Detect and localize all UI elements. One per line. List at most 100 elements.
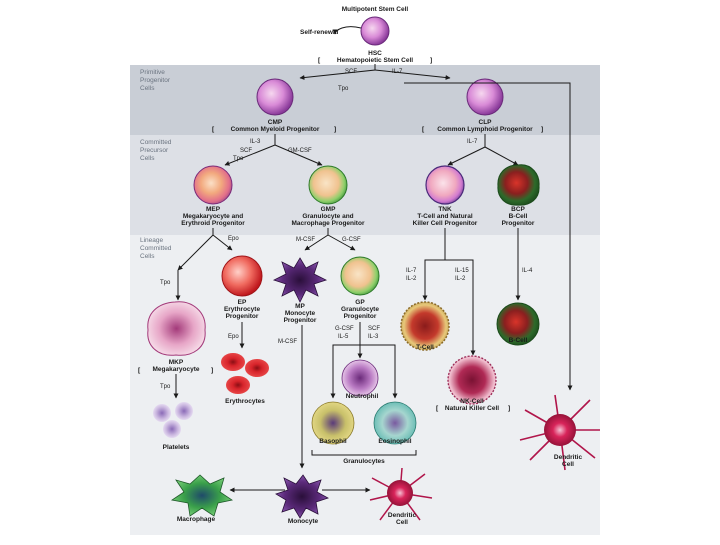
- bcp-abbr: BCP: [511, 206, 525, 213]
- mkp-bracket-right: ]: [211, 367, 213, 374]
- factor-epo-1: Epo: [228, 236, 239, 242]
- tnk-name-1: T-Cell and Natural: [417, 213, 472, 220]
- clp-cell: [466, 78, 504, 116]
- dendritic-right-1: Dendritic: [554, 454, 583, 461]
- arrow-gp-eosinophil: [360, 344, 398, 399]
- arrow-cmp-gmp: [274, 144, 323, 166]
- mop-abbr: MP: [295, 303, 305, 310]
- factor-tpo-left: Tpo: [160, 280, 171, 286]
- factor-il7-mid: IL-7: [467, 139, 478, 145]
- factor-il7-top: IL-7: [392, 69, 403, 75]
- macrophage-label: Macrophage: [177, 516, 216, 523]
- cmp-name: Common Myeloid Progenitor: [231, 126, 320, 133]
- nk-name: Natural Killer Cell: [445, 405, 499, 412]
- factor-scf-2: SCF: [240, 148, 252, 154]
- erythrocytes-label: Erythrocytes: [225, 398, 265, 405]
- self-renewal-arrow: [332, 26, 362, 35]
- ep-cell: [221, 255, 263, 297]
- bcell-label: B-Cell: [509, 337, 528, 344]
- arrow-hsc-clp: [374, 69, 451, 81]
- macrophage-cell: [170, 474, 234, 517]
- arrow-gmp-gp: [327, 234, 356, 251]
- gmp-cell: [308, 165, 348, 205]
- cmp-abbr: CMP: [268, 119, 283, 126]
- mop-name-1: Monocyte: [285, 310, 316, 317]
- factor-gcsf-2: G-CSF: [335, 326, 354, 332]
- monocyte-cell: [275, 474, 329, 519]
- dendritic-core-right: [544, 414, 576, 446]
- bcp-cell: [497, 164, 540, 206]
- platelets-label: Platelets: [163, 444, 190, 451]
- factor-epo-2: Epo: [228, 334, 239, 340]
- hsc-bracket-right: ]: [430, 57, 432, 64]
- tnk-cell: [425, 165, 465, 205]
- eosinophil-label: Eosinophil: [378, 438, 411, 445]
- arrow-tnk-nk: [445, 259, 476, 356]
- factor-tpo: Tpo: [338, 86, 349, 92]
- bcell-cell: [496, 302, 540, 346]
- factor-il15-1: IL-15: [455, 268, 469, 274]
- mkp-name: Megakaryocyte: [153, 366, 200, 373]
- ep-name-2: Progenitor: [226, 313, 259, 320]
- mep-abbr: MEP: [206, 206, 221, 213]
- band-primitive: [130, 65, 600, 135]
- granulocytes-label: Granulocytes: [343, 458, 385, 465]
- factor-il7-t-2: IL-2: [406, 276, 417, 282]
- dendritic-core-bottom: [387, 480, 413, 506]
- factor-mcsf-2: M-CSF: [278, 339, 297, 345]
- factor-gmcsf: GM-CSF: [288, 148, 312, 154]
- band-label-primitive-1: Primitive: [140, 69, 165, 76]
- mep-cell: [193, 165, 233, 205]
- platelet-1: [153, 404, 171, 422]
- hsc-name: Hematopoietic Stem Cell: [337, 57, 413, 64]
- bcp-name-2: Progenitor: [502, 220, 535, 227]
- factor-gcsf-1: G-CSF: [342, 237, 361, 243]
- band-label-primitive-3: Cells: [140, 85, 155, 92]
- band-label-committed-2: Precursor: [140, 147, 169, 154]
- factor-il5: IL-5: [338, 334, 349, 340]
- clp-name: Common Lymphoid Progenitor: [437, 126, 533, 133]
- dendritic-bottom-1: Dendritic: [388, 512, 417, 519]
- factor-scf-3: SCF: [368, 326, 380, 332]
- granulocytes-bracket: [311, 450, 417, 456]
- band-label-committed-1: Committed: [140, 139, 172, 146]
- diagram-title: Multipotent Stem Cell: [342, 6, 409, 13]
- basophil-cell: [311, 401, 355, 445]
- cmp-bracket-left: [: [212, 126, 215, 133]
- arrow-tnk-tcell: [422, 228, 446, 301]
- gp-abbr: GP: [355, 299, 365, 306]
- rbc-1: [221, 353, 245, 371]
- platelet-3: [163, 420, 181, 438]
- tcell-label: T-Cell: [416, 344, 434, 351]
- factor-il15-2: IL-2: [455, 276, 466, 282]
- band-label-lineage-2: Committed: [140, 245, 172, 252]
- tnk-abbr: TNK: [438, 206, 452, 213]
- dendritic-cell-right: [519, 394, 600, 471]
- mkp-abbr: MKP: [169, 359, 184, 366]
- arrow-mep-ep: [212, 234, 233, 251]
- monocyte-label: Monocyte: [288, 518, 319, 525]
- rbc-3: [226, 376, 250, 394]
- eosinophil-cell: [373, 401, 417, 445]
- gmp-abbr: GMP: [321, 206, 336, 213]
- neutrophil-label: Neutrophil: [346, 393, 379, 400]
- neutrophil-cell: [341, 359, 379, 397]
- clp-bracket-right: ]: [541, 126, 543, 133]
- gp-cell: [340, 256, 380, 296]
- nk-bracket-right: ]: [508, 405, 510, 412]
- factor-tpo-plt: Tpo: [160, 384, 171, 390]
- gp-name-1: Granulocyte: [341, 306, 379, 313]
- cmp-bracket-right: ]: [334, 126, 336, 133]
- platelet-2: [175, 402, 193, 420]
- tnk-name-2: Killer Cell Progenitor: [413, 220, 478, 227]
- arrow-clp-dendritic: [404, 82, 573, 391]
- factor-mcsf-1: M-CSF: [296, 237, 315, 243]
- band-label-lineage-1: Lineage: [140, 237, 164, 244]
- factor-il3: IL-3: [250, 139, 261, 145]
- self-renewal-label: Self-renewal: [300, 29, 338, 36]
- ep-name-1: Erythrocyte: [224, 306, 261, 313]
- clp-bracket-left: [: [422, 126, 425, 133]
- mkp-bracket-left: [: [138, 367, 141, 374]
